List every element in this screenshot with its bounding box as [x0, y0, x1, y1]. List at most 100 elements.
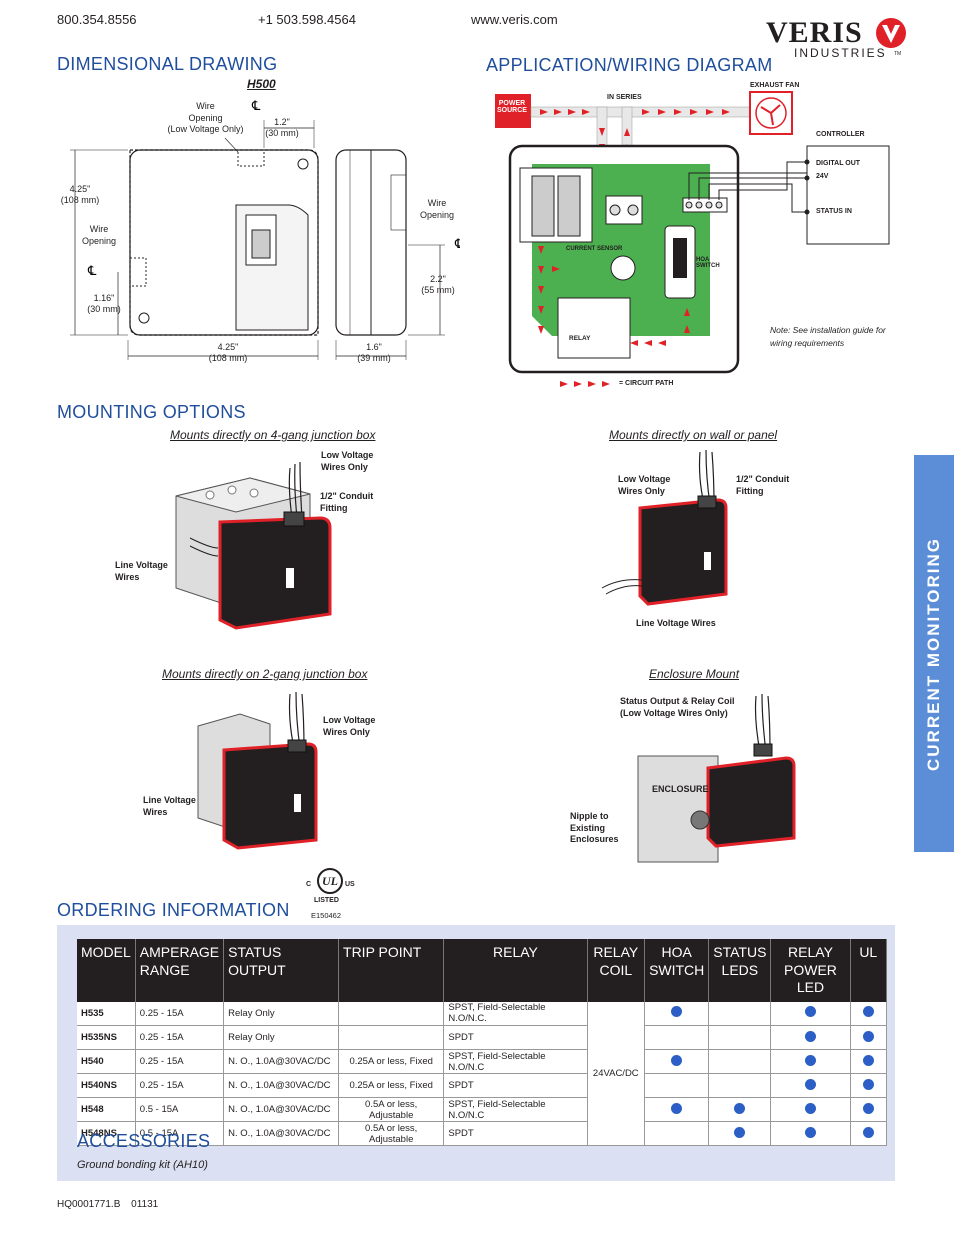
opt1-line-voltage: Line Voltage Wires: [115, 560, 168, 583]
cell-ul: [850, 1121, 888, 1146]
accessories-title: ACCESSORIES: [77, 1131, 211, 1151]
opt1-line-voltage-line2: Wires: [115, 571, 140, 582]
bullet-dot-icon: [671, 1102, 683, 1114]
circuit-path-legend: = CIRCUIT PATH: [619, 380, 674, 387]
opt1-low-voltage-line1: Low Voltage: [321, 450, 374, 460]
logo-v-icon: [876, 18, 906, 48]
svg-text:℄: ℄: [454, 236, 460, 251]
dim-right-height: 2.2" (55 mm): [418, 274, 458, 296]
opt3-line-voltage-line2: Wires: [143, 806, 168, 817]
cell-relay: SPST, Field-Selectable N.O/N.C: [443, 1049, 588, 1074]
dim-left-low: 1.16" (30 mm): [84, 293, 124, 315]
cell-trip-point: [338, 1001, 445, 1026]
ordering-table: MODEL AMPERAGE RANGE STATUS OUTPUT TRIP …: [77, 939, 888, 1146]
relay-label: RELAY: [569, 335, 591, 342]
hoa-switch-line2: SWITCH: [696, 263, 720, 269]
cell-status-output: Relay Only: [223, 1025, 340, 1050]
bullet-dot-icon: [734, 1102, 746, 1114]
dimensional-title: DIMENSIONAL DRAWING: [57, 54, 278, 74]
cell-relay: SPST, Field-Selectable N.O/N.C.: [443, 1001, 588, 1026]
digital-out-label: DIGITAL OUT 24V: [816, 157, 860, 184]
cell-ul: [850, 1001, 888, 1026]
cell-hoa: [644, 1097, 710, 1122]
mount-2gang-caption: Mounts directly on 2-gang junction box: [162, 667, 368, 681]
cell-rpled: [770, 1073, 851, 1098]
cell-amperage: 0.25 - 15A: [135, 1049, 225, 1074]
dim-left-height: 4.25" (108 mm): [58, 184, 102, 206]
cell-amperage: 0.25 - 15A: [135, 1025, 225, 1050]
mount-wall-illustration: [601, 449, 728, 606]
dim-bottom-width: 4.25" (108 mm): [205, 342, 251, 364]
cell-relay: SPDT: [443, 1073, 588, 1098]
opt4-nipple: Nipple to Existing Enclosures: [570, 811, 619, 846]
cell-trip-point: 0.5A or less, Adjustable: [338, 1121, 445, 1146]
veris-logo: VERIS INDUSTRIES TM: [762, 14, 912, 64]
footer-code: HQ0001771.B: [57, 1199, 121, 1210]
opt4-status-line1: Status Output & Relay Coil: [620, 696, 735, 706]
cell-status-output: Relay Only: [223, 1001, 340, 1026]
phone-number-2: +1 503.598.4564: [258, 12, 356, 27]
bullet-dot-icon: [671, 1006, 683, 1018]
exhaust-fan-label: EXHAUST FAN: [750, 82, 800, 89]
bullet-dot-icon: [804, 1102, 816, 1114]
ul-file-number: E150462: [311, 911, 342, 920]
opt3-line-voltage: Line Voltage Wires: [143, 795, 196, 818]
side-tab-label: CURRENT MONITORING: [924, 536, 943, 771]
side-tab: CURRENT MONITORING: [914, 455, 954, 852]
ul-listed-mark: UL C US LISTED E150462: [306, 868, 356, 924]
dim-top-in: 1.2": [274, 117, 290, 127]
accessories-item: Ground bonding kit (AH10): [77, 1159, 208, 1171]
logo-trademark: TM: [894, 51, 902, 57]
cell-status-output: N. O., 1.0A@30VAC/DC: [223, 1097, 340, 1122]
current-sensor-label: CURRENT SENSOR: [566, 246, 623, 252]
col-trip-point: TRIP POINT: [338, 939, 445, 1002]
bullet-dot-icon: [862, 1054, 874, 1066]
col-status-leds: STATUS LEDS: [708, 939, 772, 1002]
bullet-dot-icon: [804, 1006, 816, 1018]
opt1-line-voltage-line1: Line Voltage: [115, 560, 168, 570]
wire-opening-right-line2: Opening: [420, 209, 455, 220]
wiring-note-line2: wiring requirements: [770, 337, 845, 348]
cell-ul: [850, 1049, 888, 1074]
cell-model: H548NS: [77, 1121, 136, 1146]
cell-leds: [708, 1001, 772, 1026]
opt2-conduit-line2: Fitting: [736, 485, 764, 496]
cell-trip-point: 0.25A or less, Fixed: [338, 1073, 445, 1098]
opt2-conduit: 1/2" Conduit Fitting: [736, 474, 789, 497]
opt2-low-voltage-line1: Low Voltage: [618, 474, 671, 484]
col-relay-power-led: RELAY POWER LED: [770, 939, 851, 1002]
dim-top-width: 1.2" (30 mm): [260, 117, 304, 139]
bullet-dot-icon: [862, 1006, 874, 1018]
in-series-label: IN SERIES: [607, 94, 642, 101]
cell-amperage: 0.5 - 15A: [135, 1097, 225, 1122]
bullet-dot-icon: [804, 1126, 816, 1138]
opt3-low-voltage-line2: Wires Only: [323, 726, 370, 737]
cell-model: H535NS: [77, 1025, 136, 1050]
bullet-dot-icon: [862, 1126, 874, 1138]
dim-right-height-in: 2.2": [430, 274, 446, 284]
col-model: MODEL: [77, 939, 136, 1002]
ul-us: US: [345, 881, 355, 888]
svg-text:℄: ℄: [87, 263, 97, 278]
cell-trip-point: [338, 1025, 445, 1050]
footer-doc-code: HQ0001771.B 01131: [57, 1199, 158, 1210]
opt1-conduit-line2: Fitting: [320, 502, 348, 513]
website-link[interactable]: www.veris.com: [471, 12, 558, 27]
dim-left-low-in: 1.16": [93, 293, 115, 303]
dim-left-height-mm: (108 mm): [60, 194, 100, 205]
hoa-switch-line1: HOA: [696, 257, 710, 263]
cell-rpled: [770, 1001, 851, 1026]
cell-hoa: [644, 1001, 710, 1026]
bullet-dot-icon: [862, 1078, 874, 1090]
dim-left-height-in: 4.25": [69, 184, 91, 194]
ul-listed: LISTED: [314, 897, 339, 904]
wiring-note: Note: See installation guide for wiring …: [770, 324, 886, 350]
wiring-diagram: [495, 91, 890, 387]
status-in-label: STATUS IN: [816, 208, 852, 215]
bullet-dot-icon: [734, 1126, 746, 1138]
